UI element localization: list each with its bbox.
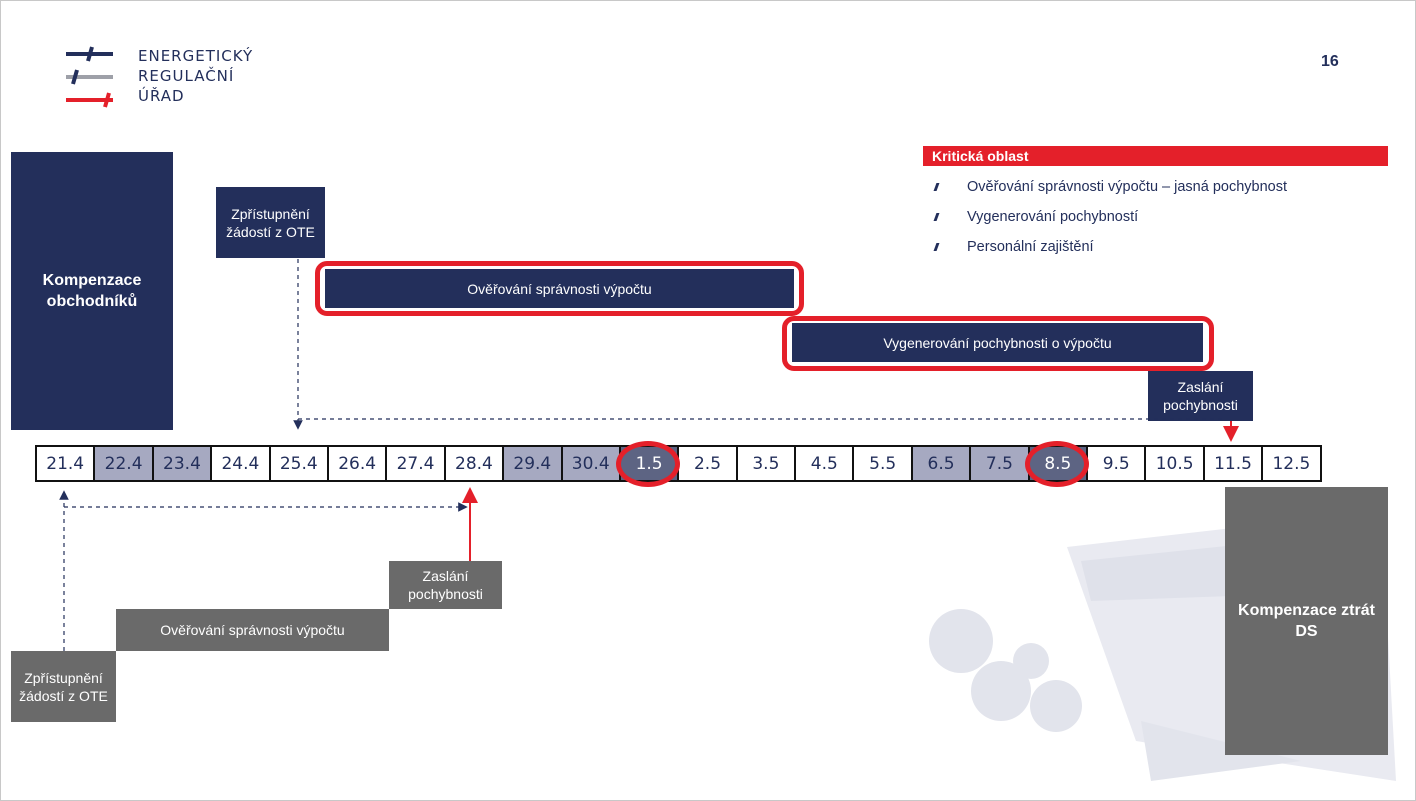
legend-item-label: Ověřování správnosti výpočtu – jasná poc… — [967, 179, 1287, 195]
logo-line: ÚŘAD — [138, 87, 185, 105]
lower-send-box: Zaslání pochybnosti — [389, 561, 502, 609]
upper-generate-box: Vygenerování pochybnosti o výpočtu — [792, 323, 1203, 362]
timeline-date-cell: 28.4 — [445, 447, 505, 480]
timeline-date-cell: 4.5 — [796, 447, 855, 480]
legend-list: Ověřování správnosti výpočtu – jasná poc… — [931, 172, 1287, 262]
timeline-date-cell: 24.4 — [212, 447, 271, 480]
merchants-compensation-label: Kompenzace obchodníků — [11, 152, 173, 430]
timeline-date-cell: 25.4 — [270, 447, 329, 480]
critical-date-highlight — [616, 441, 680, 487]
timeline-date-cell: 30.4 — [562, 447, 621, 480]
page-number: 16 — [1321, 53, 1339, 70]
legend-item-label: Personální zajištění — [967, 239, 1094, 255]
timeline-date-cell: 21.4 — [37, 447, 96, 480]
timeline-date-cell: 12.5 — [1263, 447, 1322, 480]
critical-highlight — [315, 261, 804, 316]
timeline-date-cell: 9.5 — [1088, 447, 1147, 480]
timeline-date-cell: 3.5 — [737, 447, 797, 480]
legend-item: Vygenerování pochybností — [931, 202, 1287, 232]
legend-title: Kritická oblast — [923, 146, 1388, 166]
upper-verify-box: Ověřování správnosti výpočtu — [325, 269, 794, 308]
logo-text: ENERGETICKÝ REGULAČNÍ ÚŘAD — [138, 46, 253, 106]
timeline-date-cell: 23.4 — [153, 447, 213, 480]
timeline-date-cell: 2.5 — [679, 447, 738, 480]
timeline-date-cell: 11.5 — [1204, 447, 1264, 480]
legend-item-label: Vygenerování pochybností — [967, 209, 1139, 225]
timeline-date-cell: 26.4 — [328, 447, 388, 480]
upper-send-box: Zaslání pochybnosti — [1148, 371, 1253, 421]
timeline-date-cell: 5.5 — [854, 447, 913, 480]
lower-request-box: Zpřístupnění žádostí z OTE — [11, 651, 116, 722]
timeline-date-cell: 27.4 — [387, 447, 446, 480]
lower-verify-box: Ověřování správnosti výpočtu — [116, 609, 389, 651]
critical-date-highlight — [1025, 441, 1089, 487]
timeline-date-cell: 29.4 — [504, 447, 563, 480]
upper-request-box: Zpřístupnění žádostí z OTE — [216, 187, 325, 258]
timeline-date-cell: 7.5 — [971, 447, 1030, 480]
logo-mark-icon — [66, 46, 113, 108]
legend-item: Ověřování správnosti výpočtu – jasná poc… — [931, 172, 1287, 202]
timeline-date-cell: 10.5 — [1146, 447, 1205, 480]
logo-line: REGULAČNÍ — [138, 67, 235, 85]
timeline-date-cell: 22.4 — [95, 447, 154, 480]
ds-losses-compensation-label: Kompenzace ztrát DS — [1225, 487, 1388, 755]
legend-item: Personální zajištění — [931, 232, 1287, 262]
logo-line: ENERGETICKÝ — [138, 47, 254, 65]
critical-highlight — [782, 316, 1214, 371]
timeline-date-cell: 6.5 — [912, 447, 972, 480]
